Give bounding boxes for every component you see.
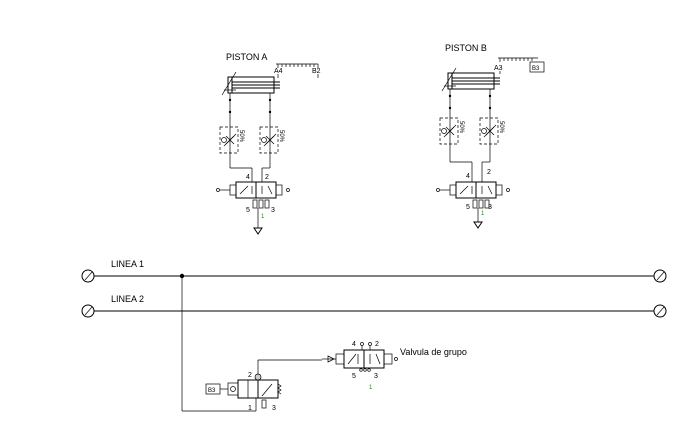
- b3-input-label: B3: [208, 388, 216, 394]
- valve-a-port-4: 4: [246, 174, 250, 181]
- group-valve-port-5: 5: [352, 373, 356, 380]
- piston-a-flow-control-left: 50%: [219, 126, 244, 154]
- b3-valve-port-1: 1: [248, 405, 252, 412]
- valvula-grupo-label: Valvula de grupo: [400, 347, 467, 357]
- valve-a-port-1: 1: [261, 214, 265, 220]
- b3-valve-port-2: 2: [248, 372, 252, 379]
- valve-b-port-4: 4: [466, 173, 470, 180]
- valve-b-port-3: 3: [488, 204, 492, 211]
- piston-b-directional-valve: 4 2 5 3 1: [436, 169, 510, 229]
- valve-a-port-3: 3: [271, 207, 275, 214]
- piston-a-flow-control-right: 50%: [259, 126, 284, 154]
- piston-b-label: PISTON B: [445, 43, 487, 53]
- b3-valve-port-3: 3: [272, 405, 276, 412]
- valvula-de-grupo: Valvula de grupo 4 2 5 3 1: [322, 341, 467, 391]
- valve-b-port-2: 2: [487, 169, 491, 176]
- valve-a-port-5: 5: [246, 207, 250, 214]
- linea-1-label: LINEA 1: [111, 259, 144, 269]
- group-valve-port-2: 2: [375, 341, 379, 348]
- piston-a-label: PISTON A: [226, 52, 267, 62]
- sensor-a3-label: A3: [494, 65, 503, 72]
- piston-b-ruler: [498, 57, 538, 62]
- sensor-b2-label: B2: [312, 68, 321, 75]
- piston-a-cylinder: [221, 71, 280, 96]
- linea-2: LINEA 2: [81, 294, 667, 318]
- sensor-b3-label: B3: [532, 66, 540, 72]
- piston-b-flow-control-right: 50%: [479, 117, 504, 145]
- piston-a-directional-valve: 4 2 5 3 1: [216, 174, 290, 235]
- b3-three-way-valve: B3 2 1 3: [205, 372, 282, 412]
- piston-b-flow-control-left: 50%: [439, 117, 464, 145]
- linea-2-label: LINEA 2: [111, 294, 144, 304]
- flow-percent-a-left: 50%: [238, 130, 244, 143]
- sensor-a4-label: A4: [274, 68, 283, 75]
- linea-1: LINEA 1: [81, 259, 667, 283]
- piston-a-group: PISTON A A4 B2: [216, 52, 321, 235]
- piston-b-group: PISTON B A3 B3: [436, 43, 545, 229]
- valve-a-port-2: 2: [265, 174, 269, 181]
- flow-percent-a-right: 50%: [278, 130, 284, 143]
- group-valve-port-1: 1: [369, 385, 373, 391]
- flow-percent-b-right: 50%: [498, 121, 504, 134]
- piston-a-ruler: [276, 63, 319, 68]
- valve-b-port-5: 5: [466, 204, 470, 211]
- group-valve-port-3: 3: [374, 373, 378, 380]
- flow-percent-b-left: 50%: [458, 121, 464, 134]
- valve-b-port-1: 1: [481, 211, 485, 217]
- piston-b-cylinder: [441, 67, 500, 92]
- group-valve-port-4: 4: [352, 341, 356, 348]
